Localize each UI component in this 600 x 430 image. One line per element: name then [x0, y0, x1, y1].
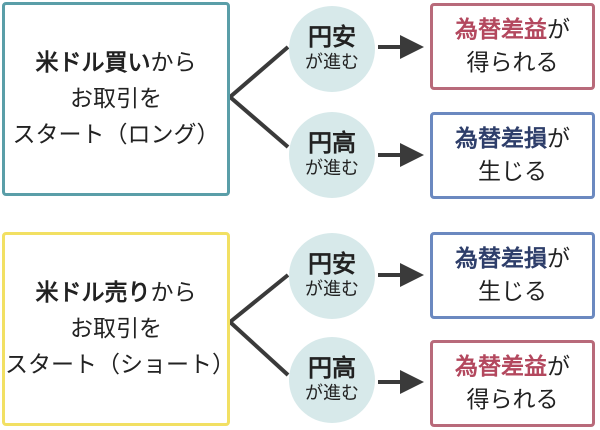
result-line2: 得られる [466, 386, 559, 413]
result-box-long-2: 為替差損が 生じる [430, 112, 595, 199]
result-line2: 得られる [466, 49, 559, 76]
start-title-bold: 米ドル売り [35, 280, 151, 306]
result-keyword: 為替差益 [455, 16, 547, 43]
result-box-long-1: 為替差益が 得られる [430, 3, 595, 90]
result-line2: 生じる [478, 278, 547, 305]
result-rest: が [547, 125, 570, 152]
start-title-rest: から [150, 50, 197, 76]
start-line3: スタート（ショート） [5, 352, 235, 378]
result-rest: が [547, 353, 570, 380]
move-label-rest: が進む [305, 52, 359, 73]
move-label-rest: が進む [305, 383, 359, 404]
start-box-short: 米ドル売りから お取引を スタート（ショート） [2, 232, 235, 426]
move-label-bold: 円高 [308, 129, 356, 157]
move-label-bold: 円安 [308, 23, 356, 51]
start-title-short: 米ドル売りから [36, 275, 197, 311]
result-keyword: 為替差益 [455, 353, 547, 380]
start-title-bold: 米ドル買い [35, 50, 151, 76]
move-label-bold: 円安 [308, 250, 356, 278]
start-title-long: 米ドル買いから [36, 45, 197, 81]
branch-line-short-down [228, 320, 290, 377]
move-label-rest: が進む [305, 158, 359, 179]
move-label-rest: が進む [305, 279, 359, 300]
result-rest: が [547, 16, 570, 43]
move-circle-long-1: 円安 が進む [289, 6, 375, 92]
move-label-bold: 円高 [308, 354, 356, 382]
result-box-short-1: 為替差損が 生じる [430, 232, 595, 319]
start-line2: お取引を [70, 86, 162, 112]
result-box-short-2: 為替差益が 得られる [430, 340, 595, 427]
result-line2: 生じる [478, 158, 547, 185]
start-title-rest: から [150, 280, 197, 306]
branch-line-short-up [228, 273, 290, 324]
start-box-long: 米ドル買いから お取引を スタート（ロング） [2, 2, 230, 196]
move-circle-short-1: 円安 が進む [289, 233, 375, 319]
move-circle-short-2: 円高 が進む [289, 337, 375, 423]
branch-line-long-up [228, 45, 290, 99]
move-circle-long-2: 円高 が進む [289, 112, 375, 198]
result-keyword: 為替差損 [455, 125, 547, 152]
start-line2: お取引を [70, 316, 162, 342]
start-line3: スタート（ロング） [12, 122, 220, 148]
result-rest: が [547, 245, 570, 272]
result-keyword: 為替差損 [455, 245, 547, 272]
branch-line-long-down [228, 95, 290, 149]
